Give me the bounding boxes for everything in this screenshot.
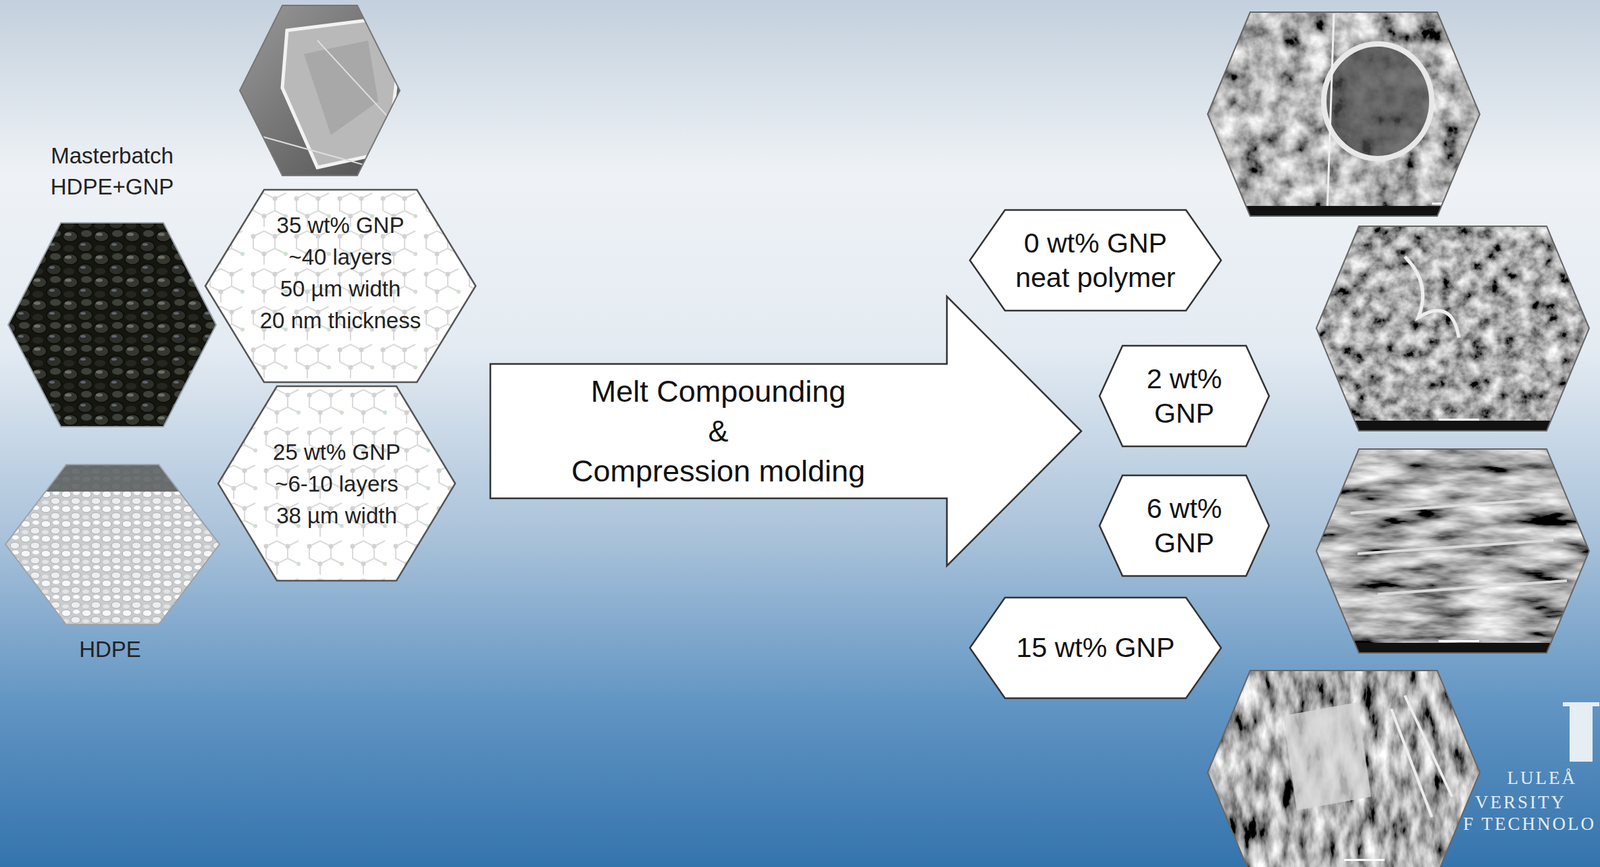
text-block: 15 wt% GNP: [969, 597, 1222, 700]
logo-text: F TECHNOLO: [1462, 813, 1596, 835]
text-block: Melt Compounding&Compression molding: [489, 364, 947, 499]
outline-shape: [489, 295, 1082, 567]
flake-photo: [239, 5, 400, 176]
hexagon-box: 35 wt% GNP~40 layers50 µm width20 nm thi…: [204, 189, 477, 383]
hexagon-box: 2 wt% GNP: [1098, 345, 1270, 448]
black-pellets-photo: [8, 222, 217, 427]
sem-micrograph: [1207, 670, 1480, 867]
text-block: 2 wt% GNP: [1098, 345, 1270, 448]
node-text: Compression molding: [571, 451, 866, 492]
text-block: 6 wt% GNP: [1098, 474, 1270, 577]
node-text: 0 wt% GNP: [1023, 226, 1168, 261]
sem-micrograph: [1316, 226, 1590, 431]
logo-mark: [1569, 702, 1593, 762]
outline-shape: [1098, 474, 1270, 577]
node-text: ~6-10 layers: [274, 468, 399, 500]
node-text: 20 nm thickness: [260, 304, 421, 337]
logo-text: VERSITY: [1475, 792, 1567, 814]
node-text: &: [707, 411, 729, 452]
outline-shape: [969, 210, 1222, 311]
text-block: 25 wt% GNP~6-10 layers38 µm width: [217, 385, 456, 582]
sem-micrograph: [1207, 12, 1480, 217]
node-text: neat polymer: [1015, 260, 1176, 296]
outline-shape: [1098, 345, 1270, 448]
node-text: 50 µm width: [280, 272, 402, 305]
outline-shape: [1099, 475, 1270, 577]
process-arrow: Melt Compounding&Compression molding: [489, 295, 1082, 567]
product-label: HDPE+GNP: [50, 174, 174, 200]
logo-text: LULEÅ: [1507, 767, 1578, 789]
outline-shape: [490, 296, 1082, 566]
logo-mark: [1562, 702, 1600, 707]
outline-shape: [969, 597, 1222, 699]
node-text: 35 wt% GNP: [276, 209, 405, 242]
node-text: ~40 layers: [288, 241, 392, 273]
node-text: Melt Compounding: [590, 371, 847, 412]
node-text: 38 µm width: [276, 499, 398, 532]
outline-shape: [205, 189, 476, 383]
hexagon-box: 15 wt% GNP: [969, 597, 1222, 700]
product-label: HDPE: [79, 636, 142, 663]
node-text: 6 wt% GNP: [1133, 491, 1236, 561]
outline-shape: [1099, 345, 1270, 447]
hexagon-box: 6 wt% GNP: [1098, 474, 1270, 577]
hexagon-box: 25 wt% GNP~6-10 layers38 µm width: [217, 385, 456, 582]
node-text: 2 wt% GNP: [1133, 362, 1236, 431]
product-label: Masterbatch: [50, 143, 174, 169]
sem-micrograph: [1316, 449, 1590, 654]
white-pellets-photo: [5, 464, 220, 625]
text-block: 35 wt% GNP~40 layers50 µm width20 nm thi…: [204, 175, 477, 370]
node-text: 15 wt% GNP: [1016, 630, 1176, 666]
text-block: 0 wt% GNPneat polymer: [969, 209, 1222, 312]
outline-shape: [218, 386, 456, 581]
node-text: 25 wt% GNP: [272, 436, 401, 469]
outline-shape: [969, 209, 1222, 312]
hexagon-box: 0 wt% GNPneat polymer: [969, 209, 1222, 312]
